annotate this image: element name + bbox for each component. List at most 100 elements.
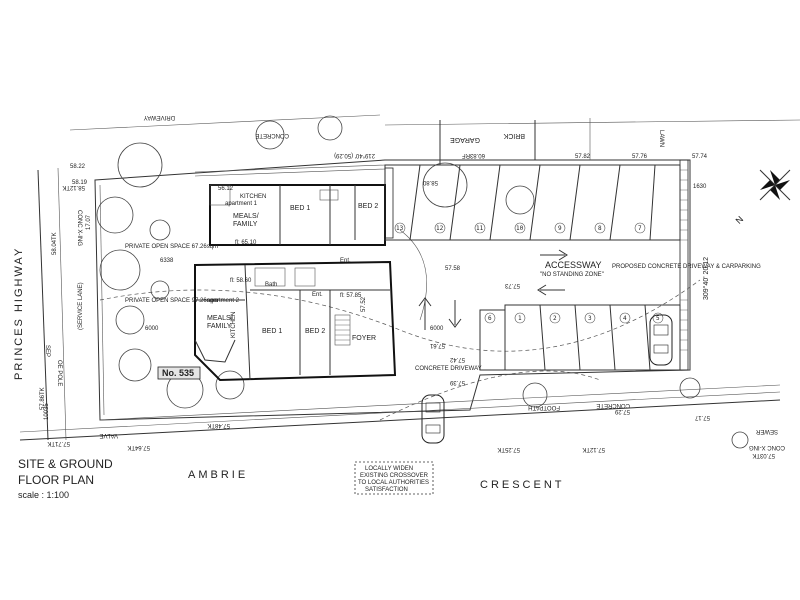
top-fence — [194, 164, 386, 173]
house-number: No. 535 — [162, 368, 194, 378]
bay-number: 7 — [638, 225, 642, 232]
accessway-label: ACCESSWAY — [545, 260, 602, 270]
floor-level-3: fl: 57.85 — [340, 293, 362, 299]
accessway-sub: "NO STANDING ZONE" — [540, 272, 604, 278]
bay-number: 11 — [476, 225, 484, 232]
room-kitchen: KITCHEN — [231, 312, 237, 338]
bin-store — [479, 309, 506, 371]
level: 57.25TK — [497, 446, 520, 452]
room-meals: MEALS/ — [207, 315, 233, 322]
note-line-1: LOCALLY WIDEN — [365, 466, 413, 472]
footpath-label: FOOTPATH — [528, 404, 560, 410]
brick-label: BRICK — [503, 132, 525, 139]
level: 57.39 — [449, 379, 465, 385]
north-label: N — [734, 214, 746, 226]
carport-top-bays — [409, 164, 656, 241]
room-apartment2: apartment 2 — [207, 298, 240, 304]
level: 58.04TK — [52, 232, 58, 255]
road-edge-3 — [99, 384, 781, 421]
room-bed1-top: BED 1 — [290, 205, 310, 212]
open-space-mid: PRIVATE OPEN SPACE 97.26sqm — [125, 298, 218, 304]
property-boundary — [94, 159, 691, 421]
note-line-2: EXISTING CROSSOVER — [360, 473, 429, 479]
house-number-box — [157, 366, 201, 380]
bay-number: 3 — [588, 315, 592, 322]
spot-levels: 56.12 58.80 60.83RF 57.82 57.76 57.74 57… — [40, 152, 775, 458]
carport-bottom-bays — [539, 304, 651, 371]
top-road-line — [69, 114, 381, 131]
stairs — [334, 314, 351, 346]
level: 57.48TK — [207, 422, 230, 428]
level: 57.58 — [445, 266, 461, 272]
carport-left-post — [384, 167, 394, 239]
room-meals-top: MEALS/ — [233, 213, 259, 220]
bay-number: 6 — [488, 315, 492, 322]
room-bed1: BED 1 — [262, 328, 282, 335]
top-road-line-2 — [384, 119, 800, 126]
room-bed2: BED 2 — [305, 328, 325, 335]
north-arrow-icon — [759, 169, 791, 201]
right-fence-hatch — [680, 169, 688, 351]
bay-number: 2 — [553, 315, 557, 322]
concrete-bottom-label: CONCRETE — [596, 402, 630, 408]
bay-number: 9 — [558, 225, 562, 232]
parking-numbers: 13 12 11 10 9 8 7 1 2 3 4 5 6 — [394, 222, 664, 324]
bay-number: 10 — [516, 225, 524, 232]
room-foyer: FOYER — [352, 335, 376, 342]
top-fence-2 — [194, 168, 386, 177]
street-west-sub: (SERVICE LANE) — [78, 282, 84, 330]
dim-6000a: 6000 — [145, 326, 159, 332]
bay-number: 1 — [518, 315, 522, 322]
conc-xing-left: CONC X-ING — [76, 210, 82, 246]
road-edge-1 — [19, 399, 781, 441]
level: 57.86TK — [40, 387, 46, 410]
bay-number: 5 — [656, 315, 660, 322]
note-line-3: TO LOCAL AUTHORITIES — [358, 480, 429, 486]
floor-level-2: fl: 58.60 — [230, 278, 252, 284]
carport-bottom — [504, 304, 681, 371]
level: 57.42 — [449, 356, 465, 362]
contour-2 — [379, 370, 601, 421]
level: 57.52 — [361, 296, 367, 312]
conc-xing-right: CONC X-ING — [749, 444, 785, 450]
room-ent-mid: Ent. — [312, 292, 323, 298]
room-apartment1: apartment 1 — [225, 201, 258, 207]
crossover-note-box — [354, 461, 434, 495]
oepole-label: OE POLE — [56, 360, 62, 386]
driveway-label: DRIVEWAY — [144, 114, 175, 120]
level: 57.61 — [429, 342, 445, 348]
level: 57.64TK — [127, 444, 150, 450]
level: 57.29 — [614, 408, 630, 414]
level: 57.71TK — [47, 440, 70, 446]
level: 57.73 — [504, 282, 520, 288]
floor-level-1: fl: 65.10 — [235, 240, 257, 246]
road-left-2 — [57, 167, 67, 441]
note-line-4: SATISFACTION — [365, 487, 408, 493]
dim-6000b: 6000 — [430, 326, 444, 332]
street-south-2: CRESCENT — [480, 479, 565, 491]
room-kitchen-top: KITCHEN — [240, 194, 266, 200]
street-south-1: AMBRIE — [188, 469, 248, 481]
trees-right — [422, 162, 749, 449]
proposed-carport-label: PROPOSED CONCRETE DRIVEWAY & CARPARKING — [612, 264, 761, 270]
dim-1630: 1630 — [693, 184, 707, 190]
dim-10035: 10035 — [44, 403, 50, 420]
level: 57.12TK — [582, 446, 605, 452]
sewer-label: SEWER — [755, 428, 778, 434]
scale-label: scale : 1:100 — [18, 490, 69, 500]
room-bed2-top: BED 2 — [358, 203, 378, 210]
level: 57.03TK — [752, 452, 775, 458]
level: 58.22 — [70, 164, 86, 170]
right-bearing-dim: 309°40' 20.12 — [702, 257, 710, 300]
bay-number: 13 — [396, 225, 404, 232]
street-west: PRINCES HIGHWAY — [13, 247, 25, 380]
concrete-top-label: CONCRETE — [255, 132, 289, 138]
contour-1 — [99, 279, 701, 352]
carport-top — [384, 164, 681, 241]
contour-3 — [399, 229, 427, 321]
top-bearing-dim: 219°40' (50.29) — [334, 152, 375, 158]
dim-6338: 6338 — [160, 258, 174, 264]
trees-left — [96, 115, 343, 409]
left-fence — [99, 184, 105, 416]
